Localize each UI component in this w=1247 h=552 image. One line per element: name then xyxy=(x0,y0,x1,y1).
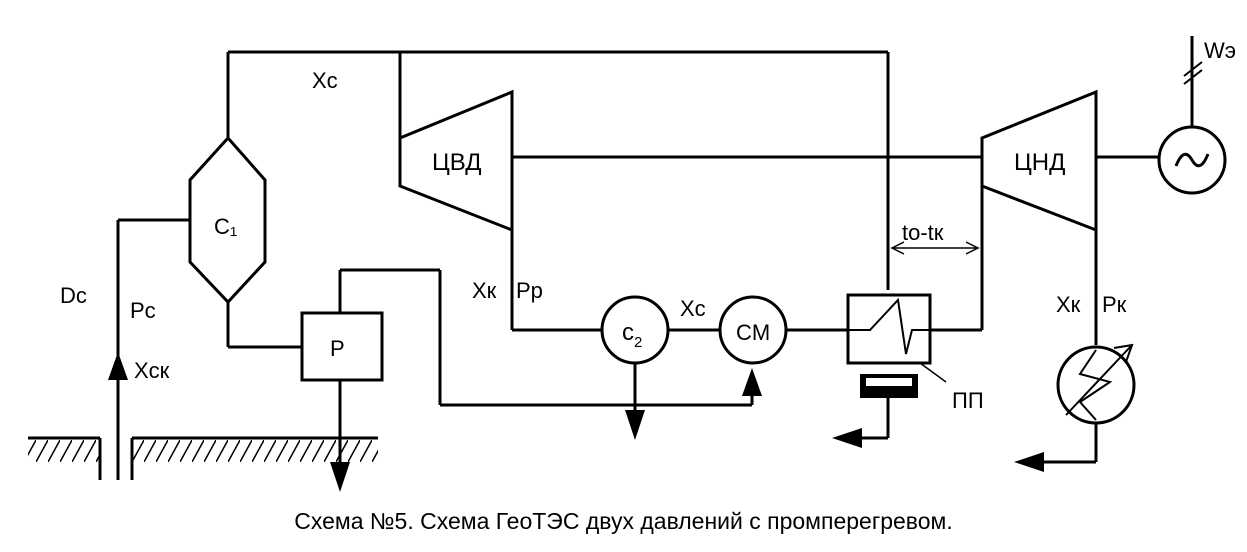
reheater-drain-arrow xyxy=(832,428,862,448)
mixer-inlet-arrow xyxy=(742,368,762,396)
geothermal-scheme: Xc C₁ Dc Pc Xcк P ЦВД Xк Pp c2 Xc CM ПП … xyxy=(28,36,1236,492)
label-xc-mid: Xc xyxy=(680,296,706,321)
label-we: Wэ xyxy=(1204,38,1236,63)
label-c2-sub: 2 xyxy=(634,334,642,351)
ground xyxy=(28,436,378,480)
pp-leader-line xyxy=(919,362,947,383)
condensate-outlet-arrow xyxy=(1014,452,1044,472)
label-cvd: ЦВД xyxy=(432,149,482,176)
label-to-tk: to-tк xyxy=(902,220,944,245)
label-pc: Pc xyxy=(130,298,156,323)
label-p: P xyxy=(330,336,345,361)
label-pp-heater: ПП xyxy=(952,388,984,413)
generator-ac-symbol xyxy=(1174,152,1210,168)
well-pipe xyxy=(108,218,190,480)
label-cnd: ЦНД xyxy=(1014,149,1065,176)
expander-p xyxy=(300,311,384,382)
reheater-pp xyxy=(832,293,947,448)
temperature-difference-marker xyxy=(890,241,980,255)
top-header-line xyxy=(226,50,890,290)
label-cm: CM xyxy=(736,320,770,345)
label-pk: Pк xyxy=(1102,292,1127,317)
label-xc-top: Xc xyxy=(312,68,338,93)
expander-drain-arrow xyxy=(330,462,350,492)
well-up-arrow xyxy=(108,352,128,380)
label-pp: Pp xyxy=(516,278,543,303)
label-dc: Dc xyxy=(60,283,87,308)
c2-drain-arrow xyxy=(625,410,645,440)
separator-c2 xyxy=(600,295,670,365)
label-xk-right: Xк xyxy=(1056,292,1081,317)
label-c2: c2 xyxy=(622,319,642,351)
diagram-caption: Схема №5. Схема ГеоТЭС двух давлений с п… xyxy=(294,508,953,534)
label-c1: C₁ xyxy=(214,214,237,239)
label-c2-base: c xyxy=(622,319,634,346)
label-xk-mid: Xк xyxy=(472,278,497,303)
label-xck: Xcк xyxy=(134,358,170,383)
